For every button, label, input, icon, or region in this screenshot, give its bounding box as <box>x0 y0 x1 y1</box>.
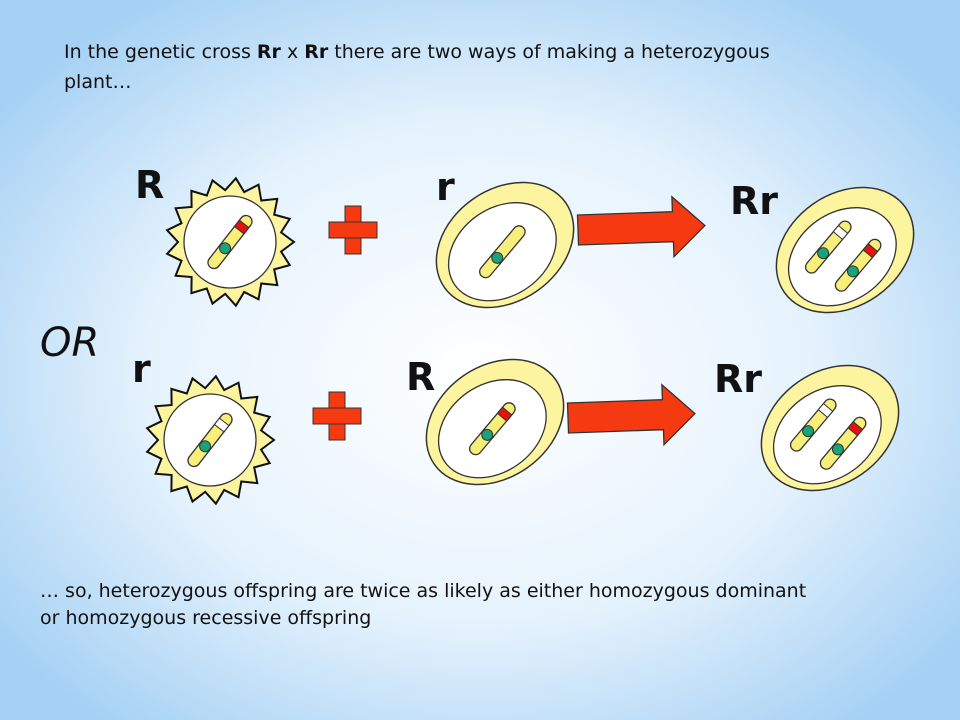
or-label: OR <box>40 320 99 366</box>
offspring-label-row1: Rr <box>730 179 778 223</box>
pollen-label-row2: r <box>132 347 151 391</box>
pollen-label-row1: R <box>135 163 164 207</box>
conclusion-line-1: … so, heterozygous offspring are twice a… <box>40 580 806 602</box>
pollen-grain-row1 <box>165 176 296 308</box>
intro-line-2: plant… <box>64 71 131 93</box>
intro-line-1: In the genetic cross Rr x Rr there are t… <box>64 41 770 63</box>
offspring-label-row2: Rr <box>714 357 762 401</box>
egg-label-row1: r <box>436 165 455 209</box>
egg-label-row2: R <box>406 355 435 399</box>
conclusion-line-2: or homozygous recessive offspring <box>40 607 371 629</box>
pollen-grain-row2 <box>145 374 276 506</box>
